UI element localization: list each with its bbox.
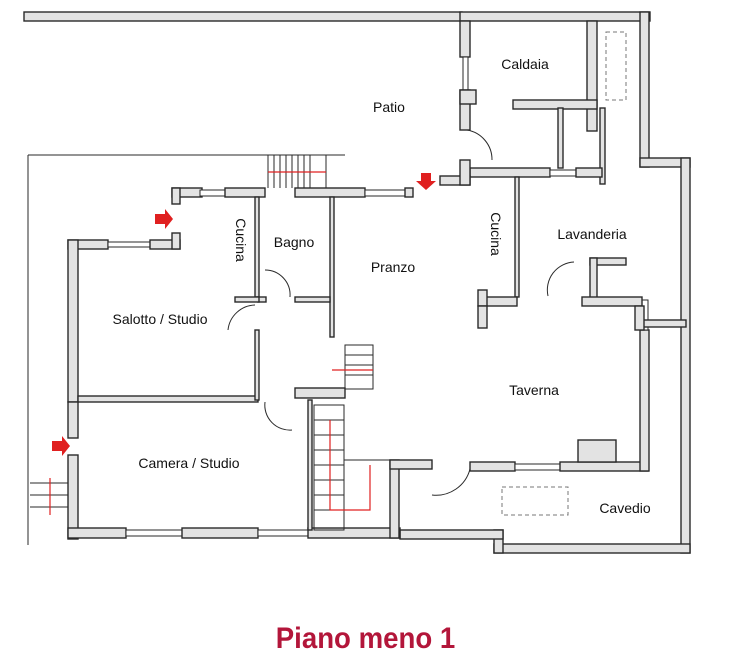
- room-label-salotto: Salotto / Studio: [112, 311, 208, 327]
- arrow-right-icon: [155, 209, 173, 229]
- room-label-pranzo: Pranzo: [370, 259, 416, 275]
- stairs: [27, 154, 391, 545]
- dashed-fixtures: [501, 31, 627, 516]
- room-label-cavedio: Cavedio: [599, 500, 651, 516]
- room-label-taverna: Taverna: [509, 382, 559, 398]
- arrow-right-icon: [52, 436, 70, 456]
- doors: [227, 129, 575, 496]
- room-label-caldaia: Caldaia: [501, 56, 549, 72]
- room-label-cucina-right: Cucina: [488, 212, 504, 256]
- arrow-down-icon: [416, 173, 436, 190]
- room-label-lavanderia: Lavanderia: [557, 226, 627, 242]
- room-label-bagno: Bagno: [273, 234, 315, 250]
- room-label-camera: Camera / Studio: [138, 455, 240, 471]
- room-label-cucina-left: Cucina: [233, 218, 249, 262]
- walls: [23, 11, 691, 554]
- entrance-arrow-icons: [52, 173, 436, 456]
- room-label-patio: Patio: [373, 99, 405, 115]
- plan-title: Piano meno 1: [275, 622, 456, 655]
